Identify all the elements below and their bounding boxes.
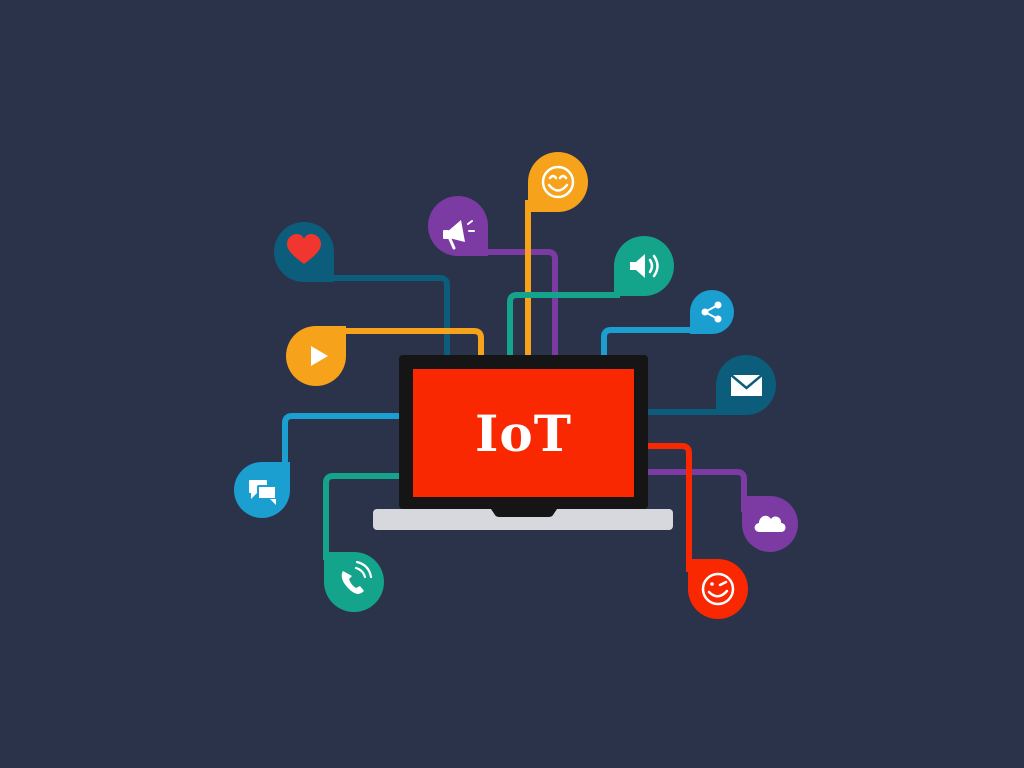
chat-icon — [249, 480, 277, 505]
pin-shape — [690, 290, 734, 334]
wire-phone — [323, 473, 400, 560]
laptop-base — [373, 509, 673, 530]
heart-icon — [287, 234, 321, 264]
laptop-screen — [413, 369, 634, 497]
pin-shape — [324, 552, 384, 612]
smile-pin — [528, 152, 588, 212]
wink-icon — [701, 572, 735, 606]
laptop: IoT — [373, 355, 673, 530]
phone-icon — [341, 560, 373, 594]
cloud-icon — [754, 515, 786, 532]
smile-icon — [541, 165, 575, 199]
wire-play — [335, 328, 484, 356]
wire-cloud — [648, 469, 747, 512]
wire-share — [601, 327, 700, 356]
connector-wires — [282, 200, 747, 572]
wire-chat — [282, 413, 400, 470]
play-pin — [286, 326, 346, 386]
share-pin — [690, 290, 734, 334]
wire-speaker — [507, 292, 620, 356]
laptop-notch — [491, 509, 557, 517]
play-icon — [311, 346, 328, 366]
wire-megaphone — [485, 249, 558, 356]
wire-wink — [648, 443, 692, 572]
megaphone-icon — [443, 220, 475, 250]
speaker-pin — [614, 236, 674, 296]
pin-shape — [528, 152, 588, 212]
megaphone-pin — [428, 196, 488, 256]
heart-pin — [274, 222, 334, 282]
mail-icon — [730, 374, 763, 396]
mail-pin — [716, 355, 776, 415]
share-icon — [701, 301, 722, 323]
iot-label: IoT — [475, 404, 572, 463]
cloud-pin — [742, 496, 798, 552]
pin-shape — [688, 559, 748, 619]
speaker-icon — [630, 254, 659, 278]
wink-pin — [688, 559, 748, 619]
phone-pin — [324, 552, 384, 612]
wire-heart — [320, 275, 450, 356]
chat-pin — [234, 462, 290, 518]
